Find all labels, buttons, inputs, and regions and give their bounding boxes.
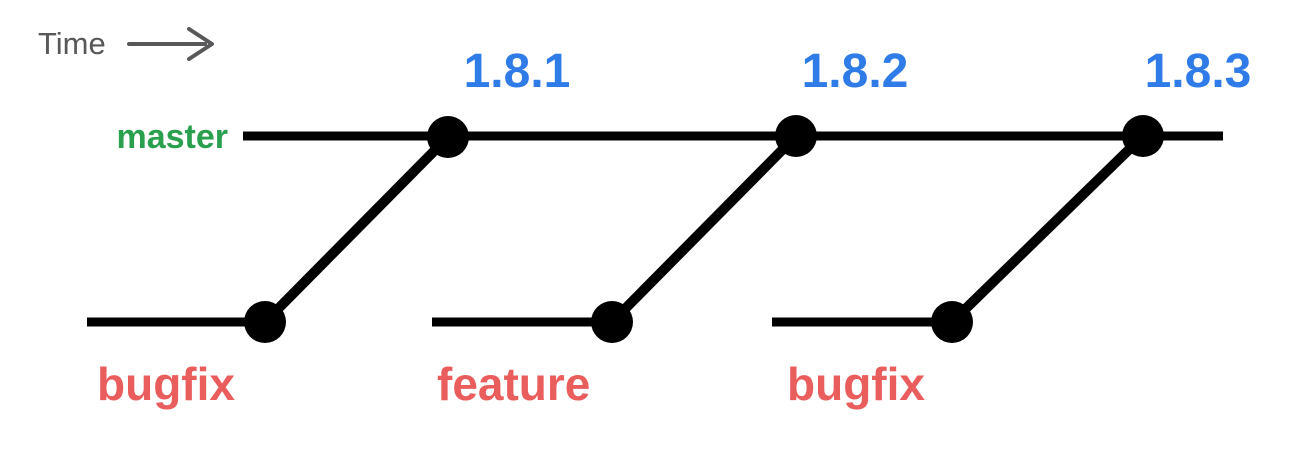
merge-line-feature xyxy=(608,132,800,326)
time-arrow-head-icon xyxy=(187,27,214,61)
feature-commit-dot xyxy=(591,301,633,343)
merge-line-bugfix-1 xyxy=(261,133,452,326)
branch-label-bugfix-2: bugfix xyxy=(787,358,925,410)
master-commit-dot-1 xyxy=(427,116,469,158)
bugfix-commit-dot-2 xyxy=(931,301,973,343)
release-tag-1.8.2: 1.8.2 xyxy=(802,45,909,98)
time-label: Time xyxy=(38,26,106,61)
master-commit-dot-2 xyxy=(775,115,817,157)
branch-label-bugfix-1: bugfix xyxy=(97,358,235,410)
release-tag-1.8.3: 1.8.3 xyxy=(1145,45,1252,98)
branch-label-feature: feature xyxy=(437,358,590,410)
master-branch-label: master xyxy=(116,118,228,156)
release-tag-1.8.1: 1.8.1 xyxy=(464,45,571,98)
merge-line-bugfix-2 xyxy=(948,132,1147,326)
master-commit-dot-3 xyxy=(1122,115,1164,157)
bugfix-commit-dot-1 xyxy=(244,301,286,343)
